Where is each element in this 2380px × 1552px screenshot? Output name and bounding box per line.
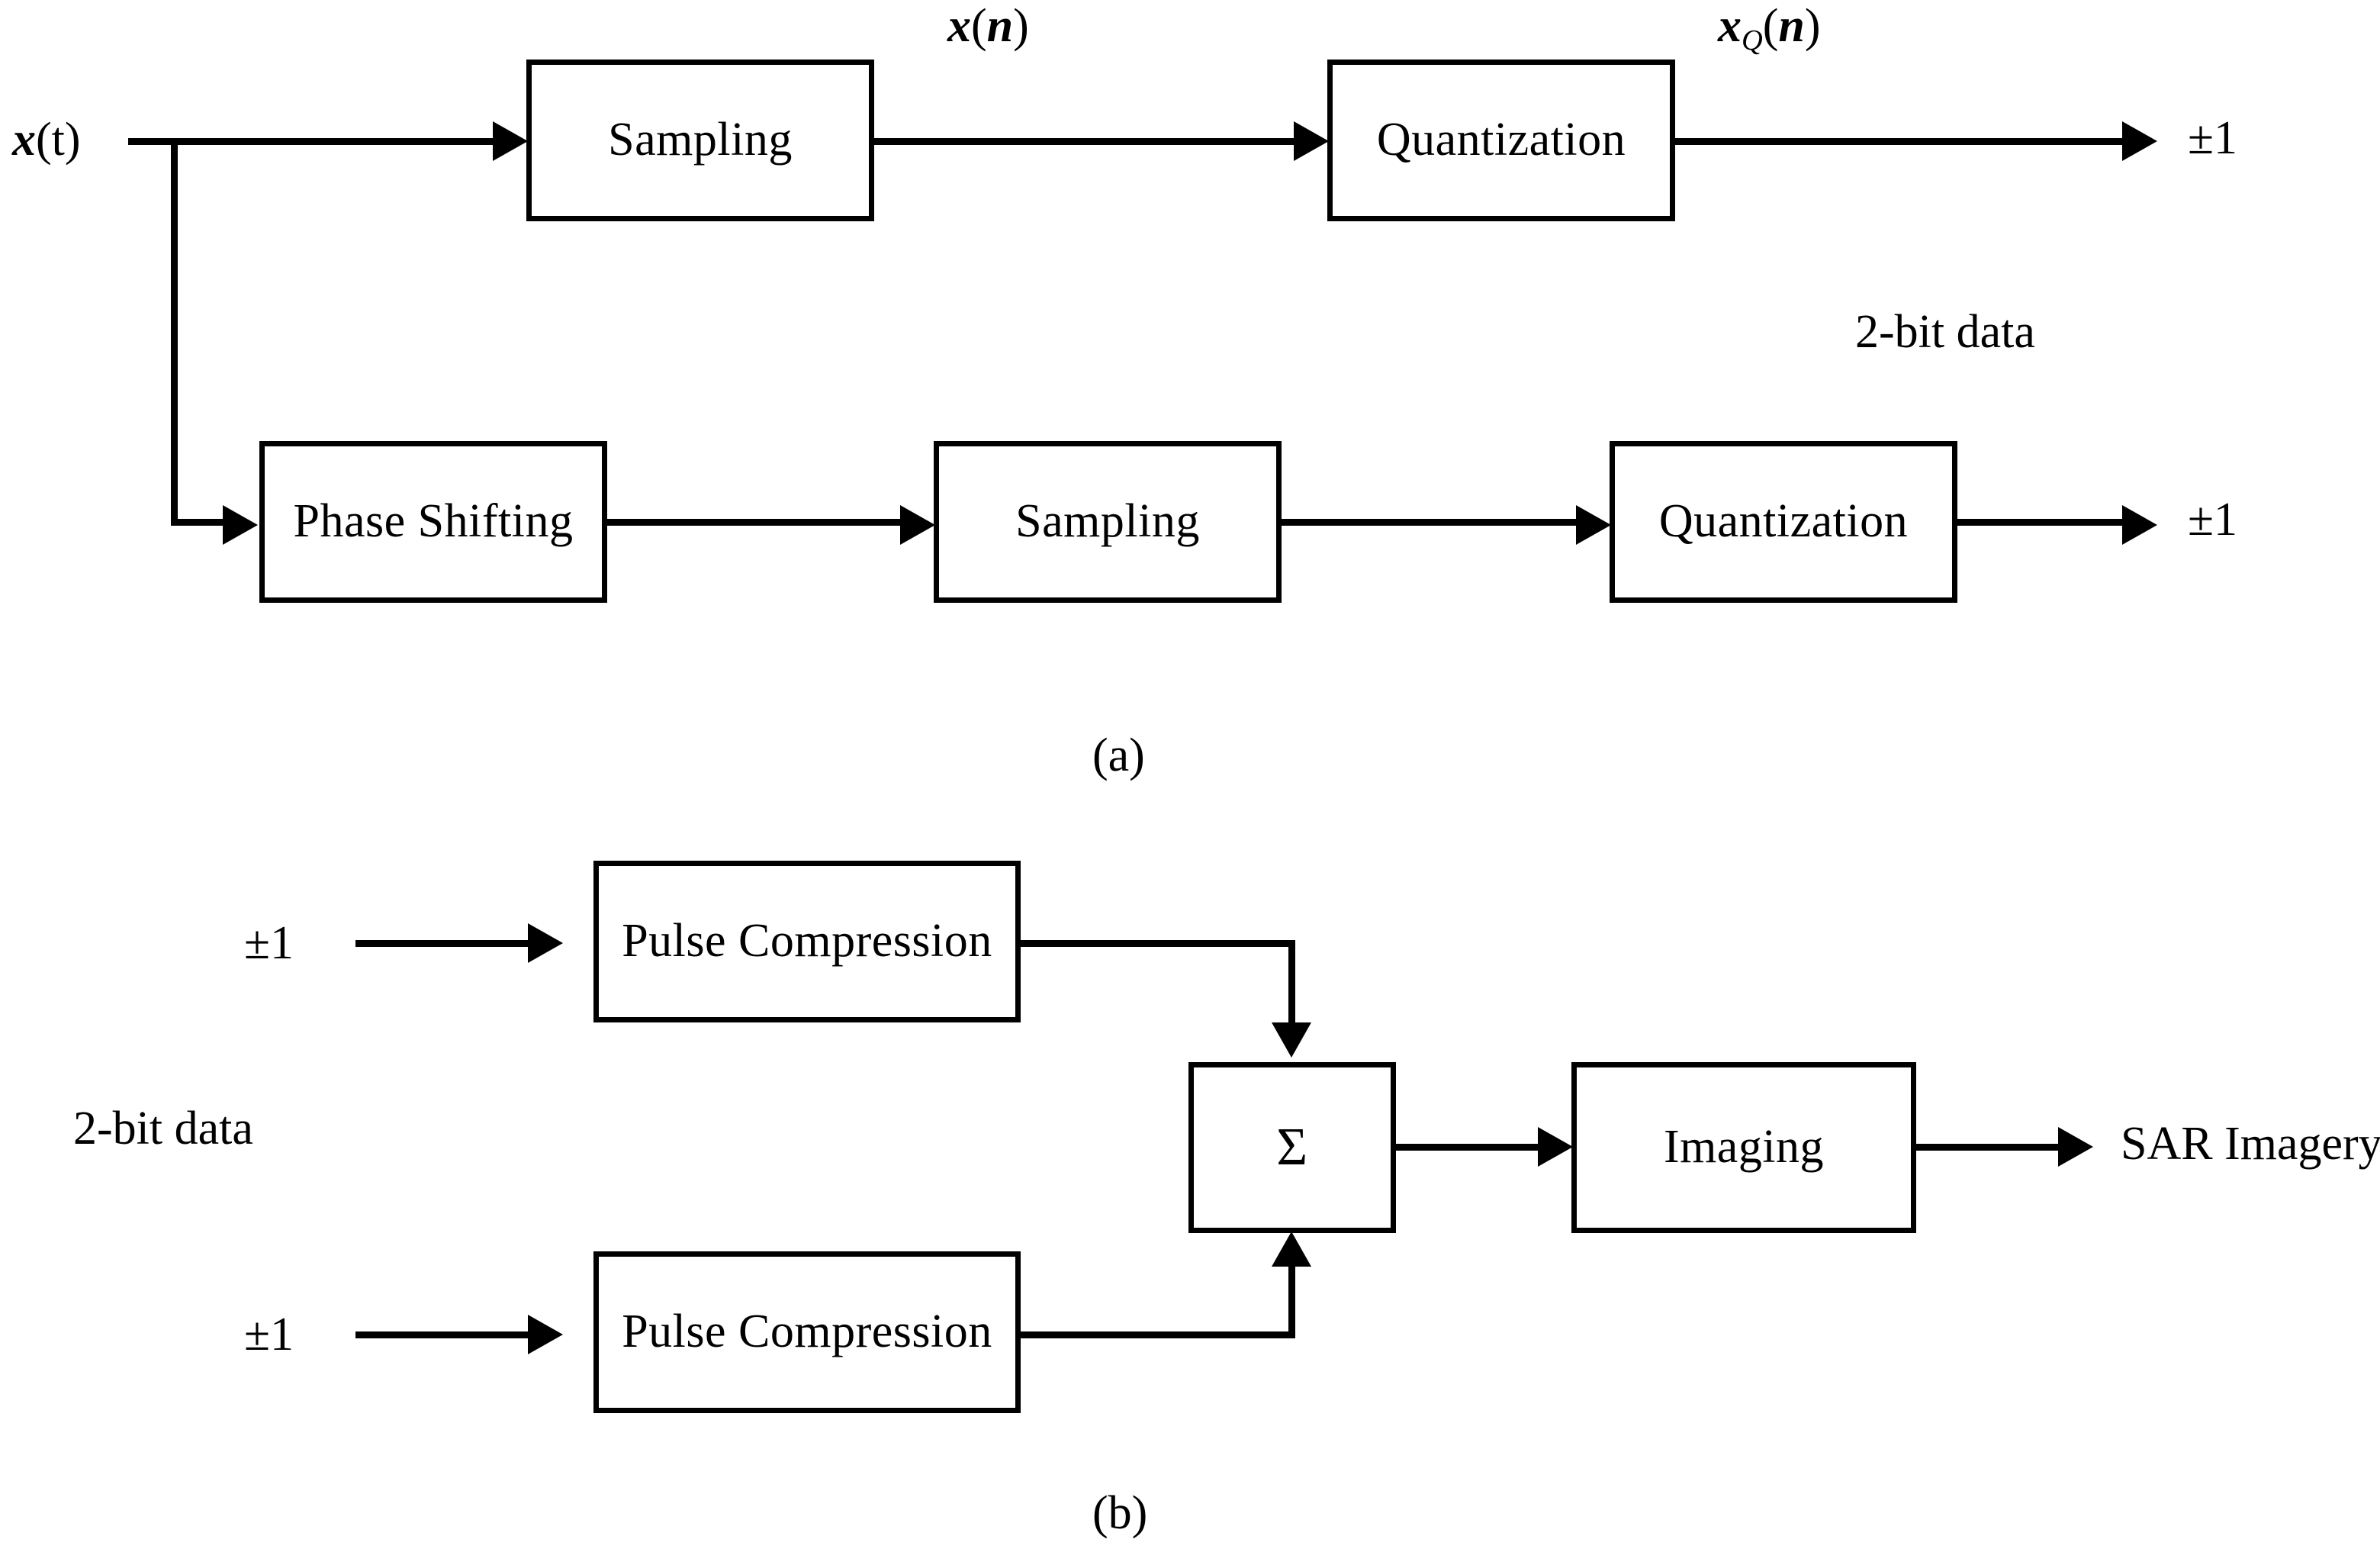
block-phase-shifting[interactable]: Phase Shifting	[259, 441, 607, 603]
arrowhead-into-quantization-1	[1294, 121, 1329, 161]
wire-branch-vertical	[171, 138, 178, 526]
output-label-plusminus-one-2: ±1	[2188, 494, 2238, 546]
block-quantization-direct[interactable]: Quantization	[1327, 60, 1675, 221]
block-label-imaging: Imaging	[1663, 1121, 1825, 1174]
block-label-pulse-compression-upper: Pulse Compression	[622, 915, 992, 968]
arrowhead-output-sar	[2058, 1127, 2093, 1167]
arrowhead-output-1	[2122, 121, 2157, 161]
block-sampling-phase-shifted[interactable]: Sampling	[934, 441, 1282, 603]
panel-caption-a: (a)	[1092, 729, 1145, 781]
annotation-2bit-data-panel-b: 2-bit data	[73, 1103, 253, 1154]
arrowhead-into-sum-bottom	[1272, 1232, 1311, 1267]
wire-input-to-pulse-compression-lower	[355, 1331, 531, 1338]
block-imaging[interactable]: Imaging	[1571, 1062, 1916, 1233]
signal-label-xq-paren-open: (	[1762, 0, 1779, 52]
wire-pulse-compression-lower-out	[1021, 1331, 1295, 1338]
arrowhead-into-sampling-2	[900, 505, 935, 545]
input-label-plusminus-one-upper: ±1	[244, 917, 294, 969]
wire-sampling-to-quantization-2	[1282, 519, 1579, 526]
output-label-sar-imagery: SAR Imagery	[2121, 1118, 2380, 1170]
arrowhead-into-pulse-compression-lower	[528, 1315, 563, 1354]
signal-label-var: n	[986, 0, 1014, 52]
block-label-quantization-phase-shifted: Quantization	[1658, 495, 1909, 548]
output-label-plusminus-one-1: ±1	[2188, 112, 2238, 164]
panel-caption-b: (b)	[1092, 1487, 1148, 1539]
arrowhead-into-imaging	[1538, 1127, 1573, 1167]
input-label-var: t	[51, 114, 65, 166]
block-label-summation: Σ	[1276, 1118, 1308, 1177]
input-label-x-of-t: x(t)	[12, 116, 81, 163]
block-summation[interactable]: Σ	[1188, 1062, 1396, 1233]
arrowhead-into-pulse-compression-upper	[528, 923, 563, 963]
arrowhead-into-phase-shifting	[223, 505, 258, 545]
arrowhead-into-sampling-1	[493, 121, 528, 161]
wire-input-to-sampling-1	[128, 138, 496, 145]
signal-label-xq-paren-close: )	[1804, 0, 1821, 52]
signal-label-xq-var: n	[1778, 0, 1805, 52]
wire-quantization-to-output-2	[1957, 519, 2125, 526]
block-pulse-compression-lower[interactable]: Pulse Compression	[593, 1251, 1021, 1413]
wire-pulse-compression-upper-out	[1021, 940, 1295, 947]
signal-label-xq-subscript: Q	[1742, 24, 1763, 56]
wire-pulse-compression-upper-down	[1288, 940, 1295, 1028]
block-pulse-compression-upper[interactable]: Pulse Compression	[593, 861, 1021, 1022]
block-label-sampling-direct: Sampling	[608, 114, 793, 166]
signal-label-x-base: x	[947, 0, 971, 52]
wire-input-to-pulse-compression-upper	[355, 940, 531, 947]
block-label-sampling-phase-shifted: Sampling	[1015, 495, 1200, 548]
block-sampling-direct[interactable]: Sampling	[526, 60, 874, 221]
arrowhead-into-quantization-2	[1576, 505, 1611, 545]
block-label-pulse-compression-lower: Pulse Compression	[622, 1306, 992, 1358]
wire-branch-to-phase-shifting	[171, 519, 226, 526]
wire-imaging-to-output	[1916, 1144, 2061, 1151]
wire-phase-shifting-to-sampling-2	[607, 519, 903, 526]
wire-pulse-compression-lower-up	[1288, 1267, 1295, 1337]
arrowhead-into-sum-top	[1272, 1022, 1311, 1058]
input-label-paren-close: )	[64, 114, 81, 166]
block-label-quantization-direct: Quantization	[1376, 114, 1626, 166]
annotation-2bit-data-panel-a: 2-bit data	[1855, 306, 2035, 358]
wire-sampling-to-quantization-1	[874, 138, 1297, 145]
input-label-paren-open: (	[36, 114, 52, 166]
input-label-x-base: x	[12, 114, 36, 166]
signal-label-paren-close: )	[1013, 0, 1029, 52]
signal-label-xq-of-n: xQ(n)	[1718, 2, 1821, 55]
wire-summation-to-imaging	[1396, 1144, 1541, 1151]
signal-label-paren-open: (	[971, 0, 987, 52]
block-label-phase-shifting: Phase Shifting	[293, 495, 574, 548]
block-quantization-phase-shifted[interactable]: Quantization	[1610, 441, 1957, 603]
signal-label-xq-base: x	[1718, 0, 1742, 52]
input-label-plusminus-one-lower: ±1	[244, 1309, 294, 1360]
signal-label-x-of-n: x(n)	[947, 2, 1029, 50]
wire-quantization-to-output-1	[1675, 138, 2125, 145]
arrowhead-output-2	[2122, 505, 2157, 545]
